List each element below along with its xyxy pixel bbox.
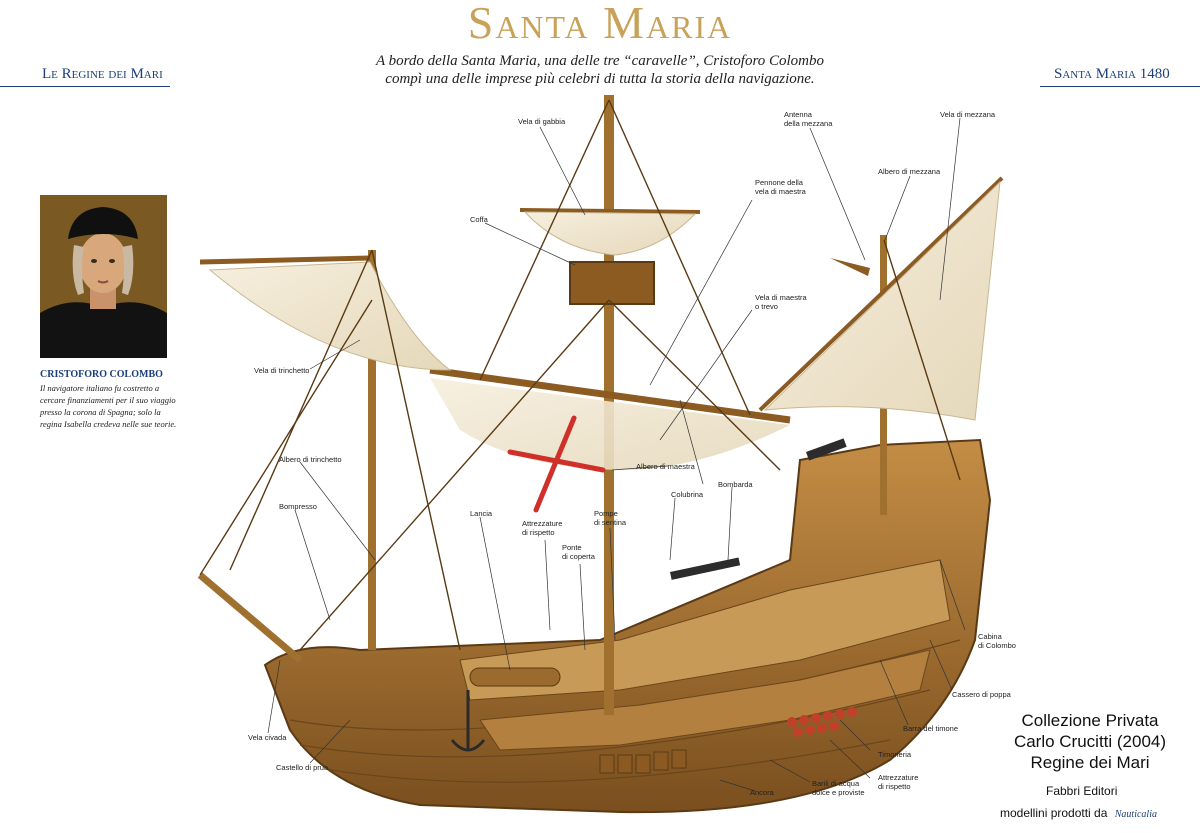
- label-pompe-line-1: Pompe: [594, 509, 618, 518]
- label-attrezzature-di-rispetto-2: Attrezzature di rispetto: [878, 773, 918, 791]
- label-colubrina: Colubrina: [671, 490, 704, 499]
- label-barili-line-1: Barili di acqua: [812, 779, 860, 788]
- credit-publisher: Fabbri Editori: [1046, 784, 1118, 798]
- series-name-left: Le Regine dei Mari: [42, 66, 163, 82]
- deck-cutaway: [459, 559, 951, 701]
- red-cross: [507, 415, 606, 513]
- longboat: [469, 667, 561, 687]
- fore-sail: [208, 261, 452, 371]
- portrait-name: CRISTOFORO COLOMBO: [40, 369, 163, 380]
- leader-lines: [267, 117, 966, 792]
- label-albero-di-trinchetto: Albero di trinchetto: [279, 455, 342, 464]
- lower-deck: [479, 649, 931, 751]
- label-ponte-di-coperta: Ponte di coperta: [562, 543, 595, 561]
- cannon-colubrina: [669, 557, 741, 580]
- mizzen-yard: [758, 176, 1004, 412]
- subtitle-line-2: compì una delle imprese più celebri di t…: [385, 71, 815, 87]
- label-attrezzature-line-2: di rispetto: [522, 528, 555, 537]
- label-vela-maestra-line-1: Vela di maestra: [755, 293, 807, 302]
- page-subtitle: A bordo della Santa Maria, una delle tre…: [300, 52, 900, 88]
- label-antenna-line-2: della mezzana: [784, 119, 833, 128]
- label-pennone-line-2: vela di maestra: [755, 187, 806, 196]
- label-ancora: Ancora: [750, 788, 774, 797]
- label-attrezzature2-line-1: Attrezzature: [878, 773, 919, 782]
- label-vela-di-maestra: Vela di maestra o trevo: [755, 293, 807, 311]
- topsail-yard: [519, 208, 701, 214]
- cannon-bombarda: [805, 438, 847, 461]
- label-cassero-di-poppa: Cassero di poppa: [952, 690, 1011, 699]
- label-attrezzature-line-1: Attrezzature: [522, 519, 563, 528]
- label-vela-di-trinchetto: Vela di trinchetto: [254, 366, 310, 375]
- header-rule-left: [0, 86, 170, 87]
- header-rule-right: [1040, 86, 1200, 87]
- label-albero-di-mezzana: Albero di mezzana: [878, 167, 941, 176]
- label-bompresso: Bompresso: [279, 502, 317, 511]
- subtitle-line-1: A bordo della Santa Maria, una delle tre…: [375, 53, 825, 69]
- mizzen-sail: [763, 180, 1001, 421]
- label-pennone-line-1: Pennone della: [755, 178, 803, 187]
- label-ponte-line-1: Ponte: [562, 543, 582, 552]
- label-barili: Barili di acqua dolce e proviste: [812, 779, 865, 797]
- label-attrezzature2-line-2: di rispetto: [878, 782, 911, 791]
- portrait-caption: Il navigatore italiano fu costretto a ce…: [40, 383, 177, 429]
- columbus-portrait: [40, 195, 167, 358]
- label-ponte-line-2: di coperta: [562, 552, 595, 561]
- fore-yard: [199, 255, 371, 265]
- label-barra-del-timone: Barra del timone: [903, 724, 959, 733]
- label-bombarda: Bombarda: [718, 480, 753, 489]
- label-coffa: Coffa: [470, 215, 488, 224]
- rigging: [199, 99, 961, 651]
- label-cabina-di-colombo: Cabina di Colombo: [978, 632, 1016, 650]
- label-vela-maestra-line-2: o trevo: [755, 302, 778, 311]
- fore-mast: [368, 250, 376, 650]
- label-albero-di-maestra: Albero di maestra: [636, 462, 695, 471]
- label-cabina-line-2: di Colombo: [978, 641, 1016, 650]
- anchor: [450, 690, 486, 752]
- label-vela-di-mezzana: Vela di mezzana: [940, 110, 996, 119]
- label-pompe-line-2: di sentina: [594, 518, 627, 527]
- label-antenna-line-1: Antenna: [784, 110, 812, 119]
- mizzen-pennant: [830, 258, 870, 276]
- series-name-right: Santa Maria 1480: [1054, 66, 1170, 82]
- credit-producer-text: modellini prodotti da: [1000, 806, 1108, 820]
- label-timoneria: Timoneria: [878, 750, 912, 759]
- red-jars: [787, 707, 857, 737]
- credit-producer: modellini prodotti da Nauticalia: [1000, 806, 1157, 820]
- barrels: [599, 749, 687, 774]
- label-pennone-vela-di-maestra: Pennone della vela di maestra: [755, 178, 806, 196]
- label-castello-di-prua: Castello di prua: [276, 763, 329, 772]
- credit-block: Collezione Privata Carlo Crucitti (2004)…: [980, 710, 1200, 773]
- label-vela-civada: Vela civada: [248, 733, 287, 742]
- crows-nest: [569, 261, 655, 305]
- label-antenna-della-mezzana: Antenna della mezzana: [784, 110, 832, 128]
- label-vela-di-gabbia: Vela di gabbia: [518, 117, 566, 126]
- bowsprit: [197, 572, 303, 663]
- credit-line-3: Regine dei Mari: [1030, 753, 1150, 772]
- credit-line-2: Carlo Crucitti (2004): [1013, 732, 1167, 751]
- label-attrezzature-di-rispetto: Attrezzature di rispetto: [522, 519, 562, 537]
- label-pompe-di-sentina: Pompe di sentina: [594, 509, 626, 527]
- main-yard: [429, 366, 791, 424]
- credit-line-1: Collezione Privata: [1021, 711, 1159, 730]
- label-lancia: Lancia: [470, 509, 493, 518]
- label-cabina-line-1: Cabina: [978, 632, 1002, 641]
- nauticalia-logo: Nauticalia: [1114, 809, 1157, 820]
- label-barili-line-2: dolce e proviste: [812, 788, 865, 797]
- page-title: Santa Maria: [467, 0, 733, 48]
